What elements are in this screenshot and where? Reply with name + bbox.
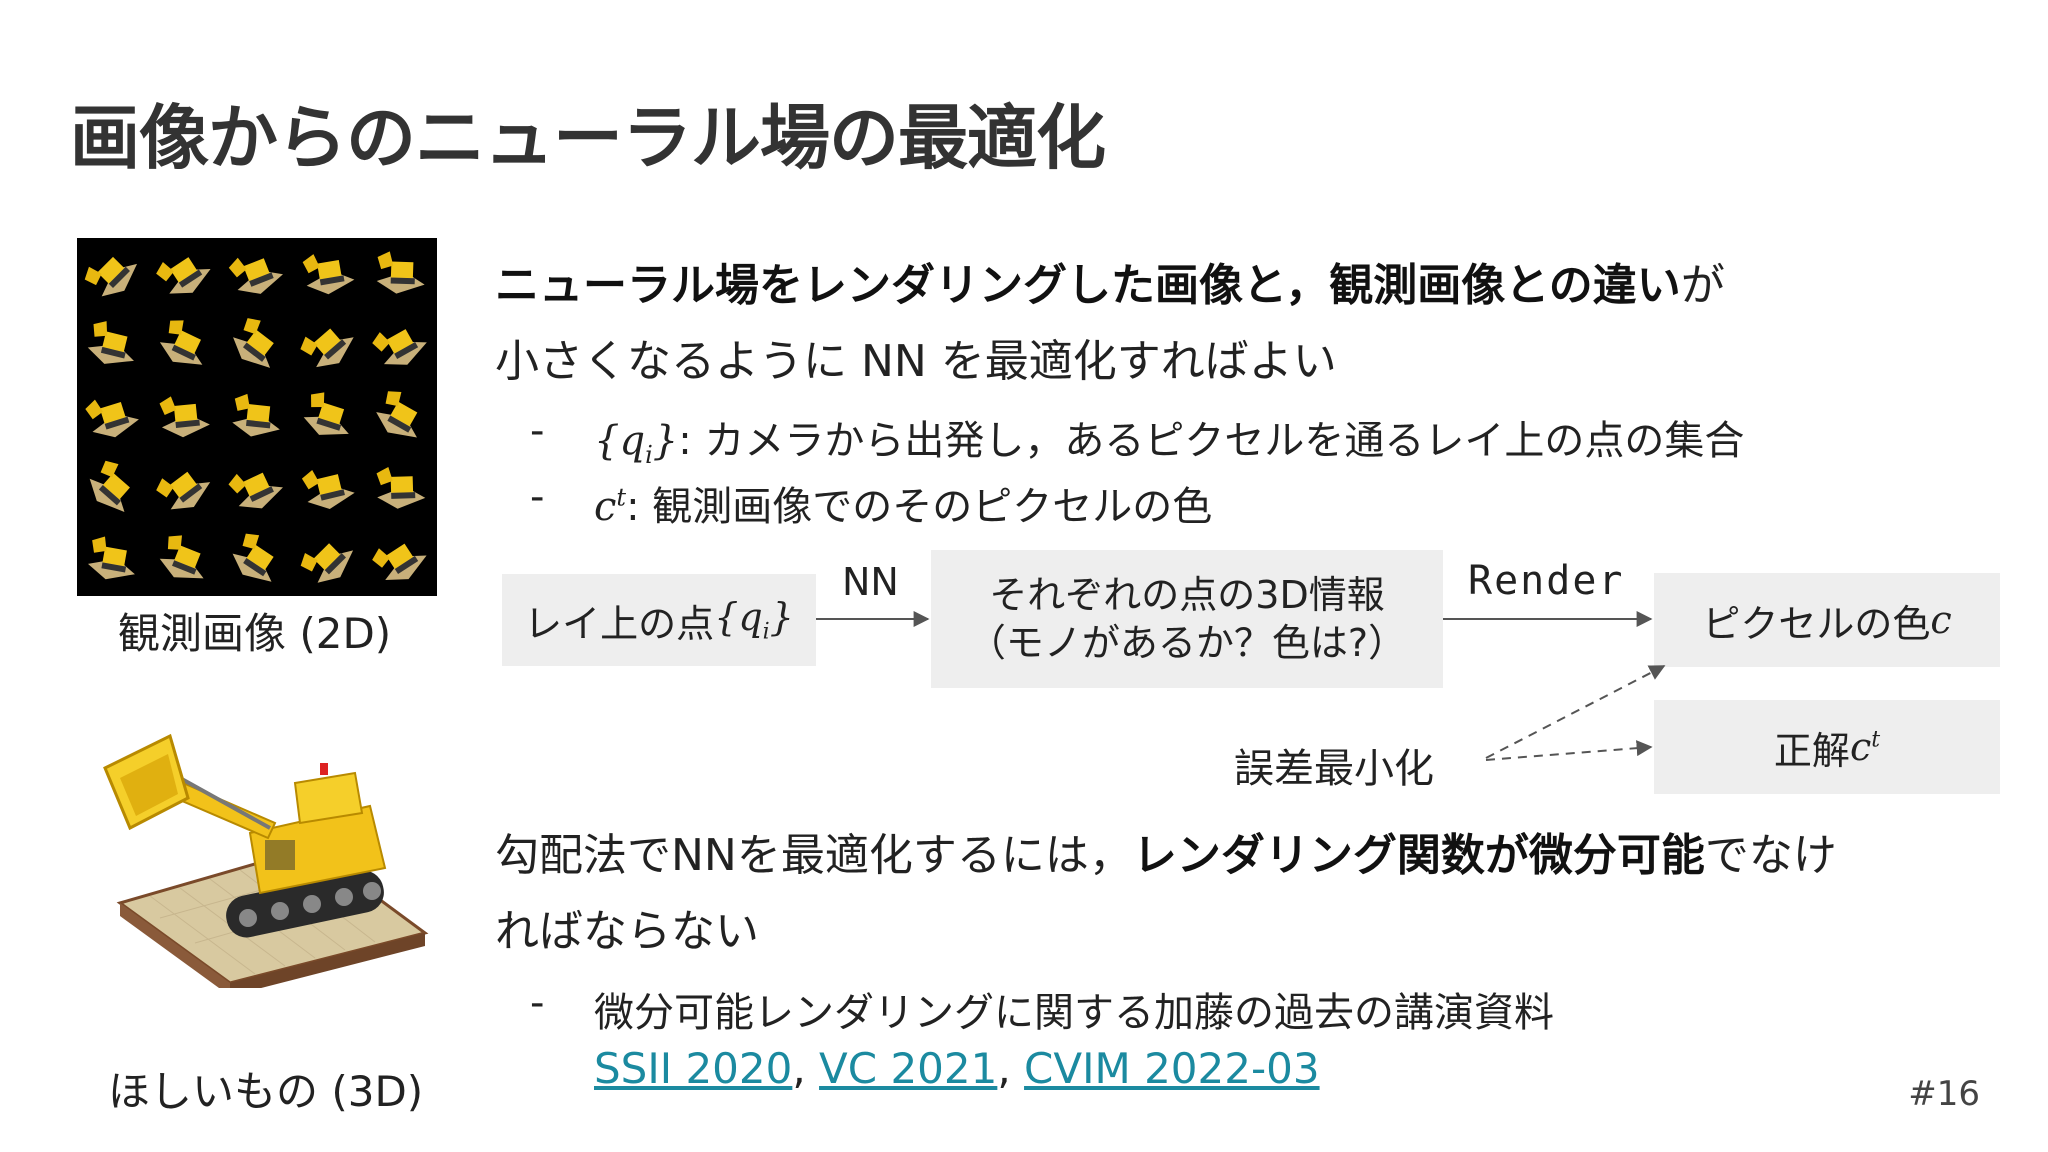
arrow-loss-to-gt bbox=[1485, 740, 1653, 761]
observed-view-thumbnail bbox=[302, 254, 355, 295]
page-number: #16 bbox=[1908, 1074, 1980, 1114]
observed-view-thumbnail bbox=[156, 471, 211, 510]
observed-view-thumbnail bbox=[87, 536, 135, 580]
superscript-t: t bbox=[616, 483, 627, 512]
comma: ， bbox=[1285, 260, 1330, 311]
brace-open: { bbox=[594, 418, 620, 464]
arrow-render-label: Render bbox=[1468, 558, 1625, 604]
link-separator: , bbox=[997, 1044, 1025, 1093]
observed-view-thumbnail bbox=[159, 535, 204, 579]
links-row: SSII 2020, VC 2021, CVIM 2022-03 bbox=[594, 1044, 1320, 1093]
paragraph-differentiable-line1: 勾配法でNNを最適化するには，レンダリング関数が微分可能でなけ bbox=[495, 818, 1837, 894]
box-pixel-color: ピクセルの色 c bbox=[1654, 573, 2000, 667]
observed-view-thumbnail bbox=[232, 533, 274, 582]
observed-view-thumbnail bbox=[159, 396, 210, 438]
observed-view-thumbnail bbox=[233, 318, 274, 368]
observed-view-thumbnail bbox=[372, 543, 427, 580]
bullet-past-talks: - 微分可能レンダリングに関する加藤の過去の講演資料 bbox=[530, 980, 1830, 1036]
bullet-dash: - bbox=[530, 408, 545, 454]
observed-view-thumbnail bbox=[89, 460, 130, 512]
observed-view-thumbnail bbox=[300, 543, 354, 583]
box-ray-points-label: レイ上の点 bbox=[524, 601, 715, 646]
emphasis-rendered-image: ニューラル場をレンダリングした画像と bbox=[495, 260, 1286, 311]
text-gradient-method: 勾配法でNNを最適化するには， bbox=[495, 830, 1133, 881]
brace-close: } bbox=[769, 595, 794, 640]
paragraph-objective: ニューラル場をレンダリングした画像と，観測画像との違いが 小さくなるように NN… bbox=[495, 248, 1725, 400]
emphasis-differentiable: レンダリング関数が微分可能 bbox=[1132, 830, 1705, 881]
observed-view-thumbnail bbox=[232, 393, 280, 437]
symbol-q: q bbox=[738, 595, 763, 640]
brace-open: { bbox=[714, 595, 739, 640]
bullet-ray-points-desc: : カメラから出発し，あるピクセルを通るレイ上の点の集合 bbox=[678, 418, 1745, 464]
paragraph-differentiable-line2: ればならない bbox=[495, 906, 759, 957]
subscript-i: i bbox=[762, 619, 770, 645]
observed-view-thumbnail bbox=[376, 251, 425, 294]
symbol-c-t: ct bbox=[594, 484, 626, 530]
brace-close: } bbox=[652, 418, 679, 464]
arrow-nn-label: NN bbox=[842, 560, 899, 604]
bullet-gt-color-desc: : 観測画像でのそのピクセルの色 bbox=[626, 484, 1213, 530]
link-ssii-2020[interactable]: SSII 2020 bbox=[594, 1044, 793, 1093]
box-ray-points: レイ上の点 {qi} bbox=[502, 574, 816, 666]
superscript-t: t bbox=[1871, 727, 1881, 753]
box-pixel-color-label: ピクセルの色 bbox=[1702, 601, 1931, 646]
arrow-loss-to-pixel bbox=[1485, 665, 1666, 759]
text-denake: でなけ bbox=[1704, 830, 1837, 881]
observed-view-thumbnail bbox=[303, 392, 349, 435]
box-ground-truth: 正解 ct bbox=[1654, 700, 2000, 794]
bullet-dash: - bbox=[530, 474, 545, 520]
symbol-q-set: {qi} bbox=[594, 418, 679, 469]
subscript-i: i bbox=[645, 441, 653, 469]
emphasis-observed-difference: 観測画像との違い bbox=[1329, 260, 1681, 311]
symbol-c: c bbox=[1849, 725, 1872, 769]
link-vc-2021[interactable]: VC 2021 bbox=[819, 1044, 998, 1093]
paragraph-differentiable: 勾配法でNNを最適化するには，レンダリング関数が微分可能でなけ ればならない bbox=[495, 818, 1837, 970]
symbol-c: c bbox=[1930, 598, 1952, 642]
link-cvim-2022-03[interactable]: CVIM 2022-03 bbox=[1024, 1044, 1320, 1093]
symbol-q: q bbox=[619, 418, 646, 464]
link-separator: , bbox=[792, 1044, 820, 1093]
bullet-gt-color-text: ct: 観測画像でのそのピクセルの色 bbox=[594, 474, 1212, 532]
symbol-c-t: ct bbox=[1850, 725, 1880, 769]
observed-images-grid bbox=[77, 238, 437, 596]
bullet-past-talks-text: 微分可能レンダリングに関する加藤の過去の講演資料 bbox=[594, 990, 1554, 1036]
observed-view-thumbnail bbox=[156, 257, 211, 294]
symbol-q-set: {qi} bbox=[714, 595, 794, 645]
loss-minimize-label: 誤差最小化 bbox=[1234, 746, 1434, 792]
bullet-dash: - bbox=[530, 980, 545, 1026]
observed-view-thumbnail bbox=[159, 320, 203, 365]
observed-view-thumbnail bbox=[84, 256, 138, 297]
text-ga: が bbox=[1680, 260, 1725, 311]
observed-view-thumbnail bbox=[228, 257, 283, 294]
symbol-c: c bbox=[594, 484, 617, 530]
observed-images-picture bbox=[77, 238, 437, 596]
observed-view-thumbnail bbox=[301, 470, 355, 509]
box-3d-info: それぞれの点の3D情報 （モノがあるか？色は?） bbox=[931, 550, 1443, 688]
paragraph-objective-line1: ニューラル場をレンダリングした画像と，観測画像との違いが bbox=[495, 248, 1725, 324]
observed-view-thumbnail bbox=[376, 466, 426, 509]
paragraph-objective-line2: 小さくなるように NN を最適化すればよい bbox=[495, 336, 1337, 387]
box-3d-info-line2: （モノがあるか？色は?） bbox=[967, 621, 1407, 665]
bullet-ray-points-text: {qi}: カメラから出発し，あるピクセルを通るレイ上の点の集合 bbox=[594, 408, 1744, 469]
box-ground-truth-label: 正解 bbox=[1773, 728, 1850, 773]
box-3d-info-line1: それぞれの点の3D情報 bbox=[989, 573, 1385, 617]
bullet-ray-points: - {qi}: カメラから出発し，あるピクセルを通るレイ上の点の集合 bbox=[530, 408, 1830, 469]
observed-view-thumbnail bbox=[228, 472, 283, 509]
observed-view-thumbnail bbox=[376, 391, 418, 438]
slide-title: 画像からのニューラル場の最適化 bbox=[70, 97, 1106, 179]
observed-view-thumbnail bbox=[372, 329, 427, 365]
bulldozer-3d-picture bbox=[100, 728, 430, 996]
bullet-gt-color: - ct: 観測画像でのそのピクセルの色 bbox=[530, 474, 1830, 530]
observed-view-thumbnail bbox=[85, 399, 139, 438]
observed-images-caption: 観測画像 (2D) bbox=[118, 609, 392, 658]
observed-view-thumbnail bbox=[300, 328, 354, 368]
target-3d-caption: ほしいもの (3D) bbox=[108, 1067, 424, 1116]
observed-view-thumbnail bbox=[87, 321, 134, 364]
